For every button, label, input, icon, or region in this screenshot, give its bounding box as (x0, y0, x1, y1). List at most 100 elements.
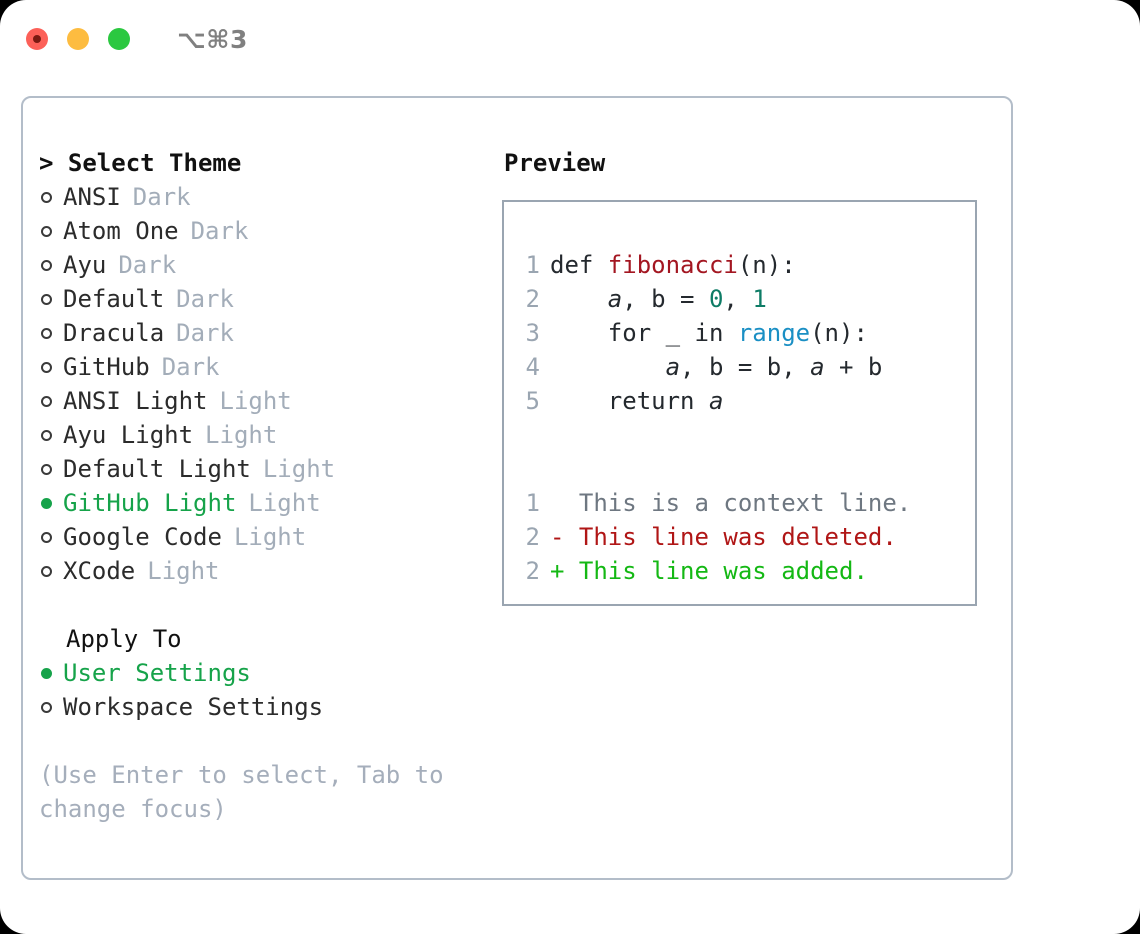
code-line: 4 a, b = b, a + b (504, 350, 975, 384)
diff-text: This line was deleted. (578, 523, 897, 551)
line-number: 1 (525, 489, 540, 517)
apply-to-heading: Apply To (66, 625, 182, 653)
theme-option-label: GitHub (63, 353, 150, 381)
title-bar: ⌥⌘3 (0, 0, 1140, 78)
line-number: 5 (525, 387, 540, 415)
code-token: , b = (622, 285, 709, 313)
code-line: 3 for _ in range(n): (504, 316, 975, 350)
line-number: 3 (525, 319, 540, 347)
line-number: 1 (525, 251, 540, 279)
code-content: a, b = b, a + b (550, 350, 883, 384)
preview-gap (504, 452, 975, 486)
diff-text: This is a context line. (578, 489, 912, 517)
theme-option-tag: Light (248, 489, 321, 517)
zoom-button-icon[interactable] (108, 28, 130, 50)
diff-line-added: 2 + This line was added. (504, 554, 975, 588)
code-token: a (708, 387, 724, 415)
code-token (550, 285, 608, 313)
diff-content: This is a context line. (550, 486, 911, 520)
radio-icon (39, 316, 63, 350)
radio-icon-selected (39, 656, 63, 690)
select-theme-heading: > Select Theme (39, 146, 485, 180)
theme-option-ansi-light[interactable]: ANSI Light Light (39, 384, 485, 418)
radio-icon (39, 214, 63, 248)
code-token: 0 (708, 285, 724, 313)
theme-option-label: XCode (63, 557, 136, 585)
theme-option-github-dark[interactable]: GitHub Dark (39, 350, 485, 384)
hint-spacer (39, 724, 485, 758)
section-spacer (39, 588, 485, 622)
code-line: 5 return a (504, 384, 975, 418)
code-token: (n): (737, 251, 796, 279)
theme-option-tag: Light (219, 387, 292, 415)
theme-option-label: Atom One (63, 217, 179, 245)
radio-icon (39, 282, 63, 316)
code-content: return a (550, 384, 724, 418)
diff-marker: + (550, 557, 579, 585)
radio-icon (39, 554, 63, 588)
theme-option-tag: Dark (161, 353, 220, 381)
code-token: 1 (752, 285, 767, 313)
theme-option-tag: Light (233, 523, 307, 551)
code-line: 1 def fibonacci(n): (504, 248, 975, 282)
radio-icon (39, 350, 63, 384)
theme-option-tag: Light (147, 557, 220, 585)
close-button-icon[interactable] (26, 28, 48, 50)
traffic-lights (26, 28, 130, 50)
preview-heading: Preview (504, 149, 606, 177)
radio-icon (39, 418, 63, 452)
keyboard-shortcut-label: ⌥⌘3 (177, 24, 248, 54)
prompt-caret-icon: > (39, 149, 54, 177)
code-content: def fibonacci(n): (550, 248, 796, 282)
code-token: , (723, 285, 753, 313)
radio-icon (39, 520, 63, 554)
theme-option-tag: Light (262, 455, 336, 483)
line-number: 2 (525, 523, 540, 551)
code-token: a (607, 285, 623, 313)
keyboard-hint-text: (Use Enter to select, Tab to change focu… (39, 761, 459, 823)
theme-option-label: Default (63, 285, 165, 313)
theme-option-tag: Dark (176, 319, 234, 347)
code-token (550, 353, 666, 381)
theme-option-tag: Dark (176, 285, 234, 313)
apply-to-option-user-settings[interactable]: User Settings (39, 656, 485, 690)
theme-option-xcode[interactable]: XCode Light (39, 554, 485, 588)
code-token: return (550, 387, 709, 415)
code-token: + b (824, 353, 883, 381)
code-token: , b = b, (680, 353, 811, 381)
radio-icon (39, 452, 63, 486)
radio-icon (39, 180, 63, 214)
code-token: def (550, 251, 608, 279)
diff-content: + This line was added. (550, 554, 868, 588)
apply-to-option-label: User Settings (63, 659, 251, 687)
code-line: 2 a, b = 0, 1 (504, 282, 975, 316)
theme-option-label: GitHub Light (63, 489, 237, 517)
code-token: a (665, 353, 681, 381)
radio-icon (39, 384, 63, 418)
theme-option-github-light[interactable]: GitHub Light Light (39, 486, 485, 520)
apply-to-option-workspace-settings[interactable]: Workspace Settings (39, 690, 485, 724)
minimize-button-icon[interactable] (67, 28, 89, 50)
line-number: 2 (525, 557, 540, 585)
theme-option-tag: Dark (118, 251, 177, 279)
theme-option-label: ANSI (63, 183, 121, 211)
code-content: a, b = 0, 1 (550, 282, 767, 316)
theme-option-label: ANSI Light (63, 387, 208, 415)
line-number: 4 (525, 353, 540, 381)
line-number: 2 (525, 285, 540, 313)
theme-option-default-dark[interactable]: Default Dark (39, 282, 485, 316)
apply-to-option-label: Workspace Settings (63, 693, 324, 721)
diff-text: This line was added. (578, 557, 868, 585)
